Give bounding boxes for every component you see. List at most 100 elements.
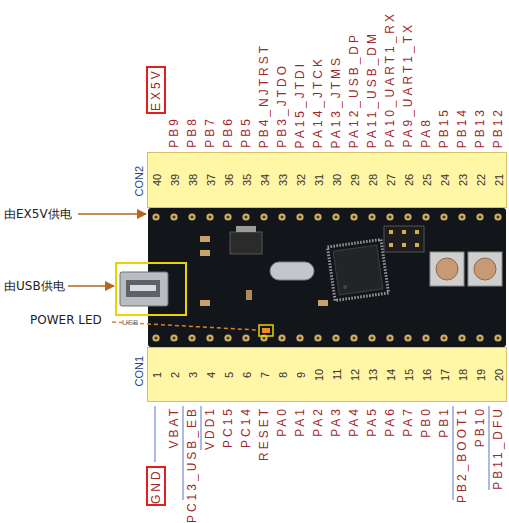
pin-number: 3 [184,348,202,401]
pin-label: PB1 [437,406,451,438]
capacitor-symbol [200,236,210,242]
pin-label: PA0 [275,406,289,437]
pin-label: PA13_JTMS [329,55,343,148]
highlight-box [259,325,273,336]
power-note: 由USB供电 [4,278,65,295]
pin-label: PA11_USB_DM [365,31,379,148]
pin-number: 5 [220,348,238,401]
pin-label: PB8 [185,116,199,148]
pin-label: PA5 [365,406,379,437]
pcb [148,208,506,347]
pin-number: 14 [382,348,400,401]
pin-number: 36 [220,153,238,207]
pin-label: PC14 [239,406,253,448]
pin-number: 23 [454,153,472,207]
pin-number: 1 [148,348,166,401]
pin-label: PA9_UART1_TX [401,22,415,148]
pin-label: PB14 [455,107,469,148]
pin-number: 22 [472,153,490,207]
callout-arrow [78,213,146,215]
connector-name: CON1 [132,356,146,387]
power-note: 由EX5V供电 [4,206,72,223]
pin-label: PB13 [473,107,487,148]
header-band: 4039383736353433323130292827262524232221 [147,152,507,208]
pin-number: 13 [364,348,382,401]
led-symbol [262,328,270,333]
pin-number: 28 [364,153,382,207]
pin-box: GND [146,466,166,506]
pin-label: PA10_UART1_RX [383,11,397,148]
pin-label: PA1 [293,406,307,437]
pin-number: 21 [490,153,508,207]
highlight-box [116,263,186,315]
pin-number: 35 [238,153,256,207]
usb-socket [126,280,160,297]
pin-label: PB5 [239,116,253,148]
guide-line [453,406,454,500]
pin-label: PA2 [311,406,325,437]
resistor-symbol [200,300,210,306]
pin-box: EX5V [146,66,166,114]
pin-number: 15 [400,348,418,401]
pin-label: PB7 [203,116,217,148]
pin-name: GND [148,468,164,504]
pin-number: 39 [166,153,184,207]
pin-label: VDD1 [203,406,217,450]
pin-number: 17 [436,348,454,401]
push-button [468,252,502,286]
guide-line [201,406,202,450]
pin-label: PB9 [167,116,181,148]
silkscreen-text: USB [122,318,138,327]
pin-number: 25 [418,153,436,207]
pin-number: 30 [328,153,346,207]
header-band: 1234567891011121314151617181920 [147,347,507,402]
pin-number: 12 [346,348,364,401]
pin-number: 9 [292,348,310,401]
push-button [430,252,464,286]
pin-number: 4 [202,348,220,401]
capacitor-symbol [200,250,210,256]
usb-connector [120,272,168,306]
pin-number: 37 [202,153,220,207]
pin-number: 11 [328,348,346,401]
pin-number: 33 [274,153,292,207]
pin-number: 38 [184,153,202,207]
pin-number: 31 [310,153,328,207]
pad-row [147,332,507,344]
pin-number: 27 [382,153,400,207]
jumper-header [384,226,424,252]
pin-number: 34 [256,153,274,207]
pin-number: 6 [238,348,256,401]
pin-number: 20 [490,348,508,401]
pin-number: 40 [148,153,166,207]
pin-label: PB0 [419,406,433,438]
pin-number: 18 [454,348,472,401]
connector-name: CON2 [132,166,146,197]
pin-number: 24 [436,153,454,207]
usb-tongue [130,285,156,291]
pin-number: 10 [310,348,328,401]
resistor-symbol [318,300,328,306]
pin-number: 26 [400,153,418,207]
pin-label: PA3 [329,406,343,437]
pin-label: PB11_DFU [491,406,505,490]
crystal-symbol [270,262,314,280]
guide-line [155,406,156,462]
pin-number: 19 [472,348,490,401]
pin-label: PB3_JTDO [275,63,289,148]
mcu-chip [328,240,389,301]
pad-row [147,211,507,223]
pin-label: PB4_NJTRST [257,43,271,148]
guide-line [183,406,184,500]
pin-label: PB6 [221,116,235,148]
pin-label: PB10 [473,406,487,447]
pin-label: RESET [257,406,271,461]
pin-label: PC15 [221,406,235,448]
pin-number: 32 [292,153,310,207]
pin-label: PB2_BOOT1 [455,406,469,503]
pin-label: PA12_USB_DP [347,32,361,148]
pin-label: PA14_JTCK [311,56,325,148]
regulator-tab [236,226,256,232]
pin-label: PA4 [347,406,361,437]
pin-label: PA8 [419,117,433,148]
